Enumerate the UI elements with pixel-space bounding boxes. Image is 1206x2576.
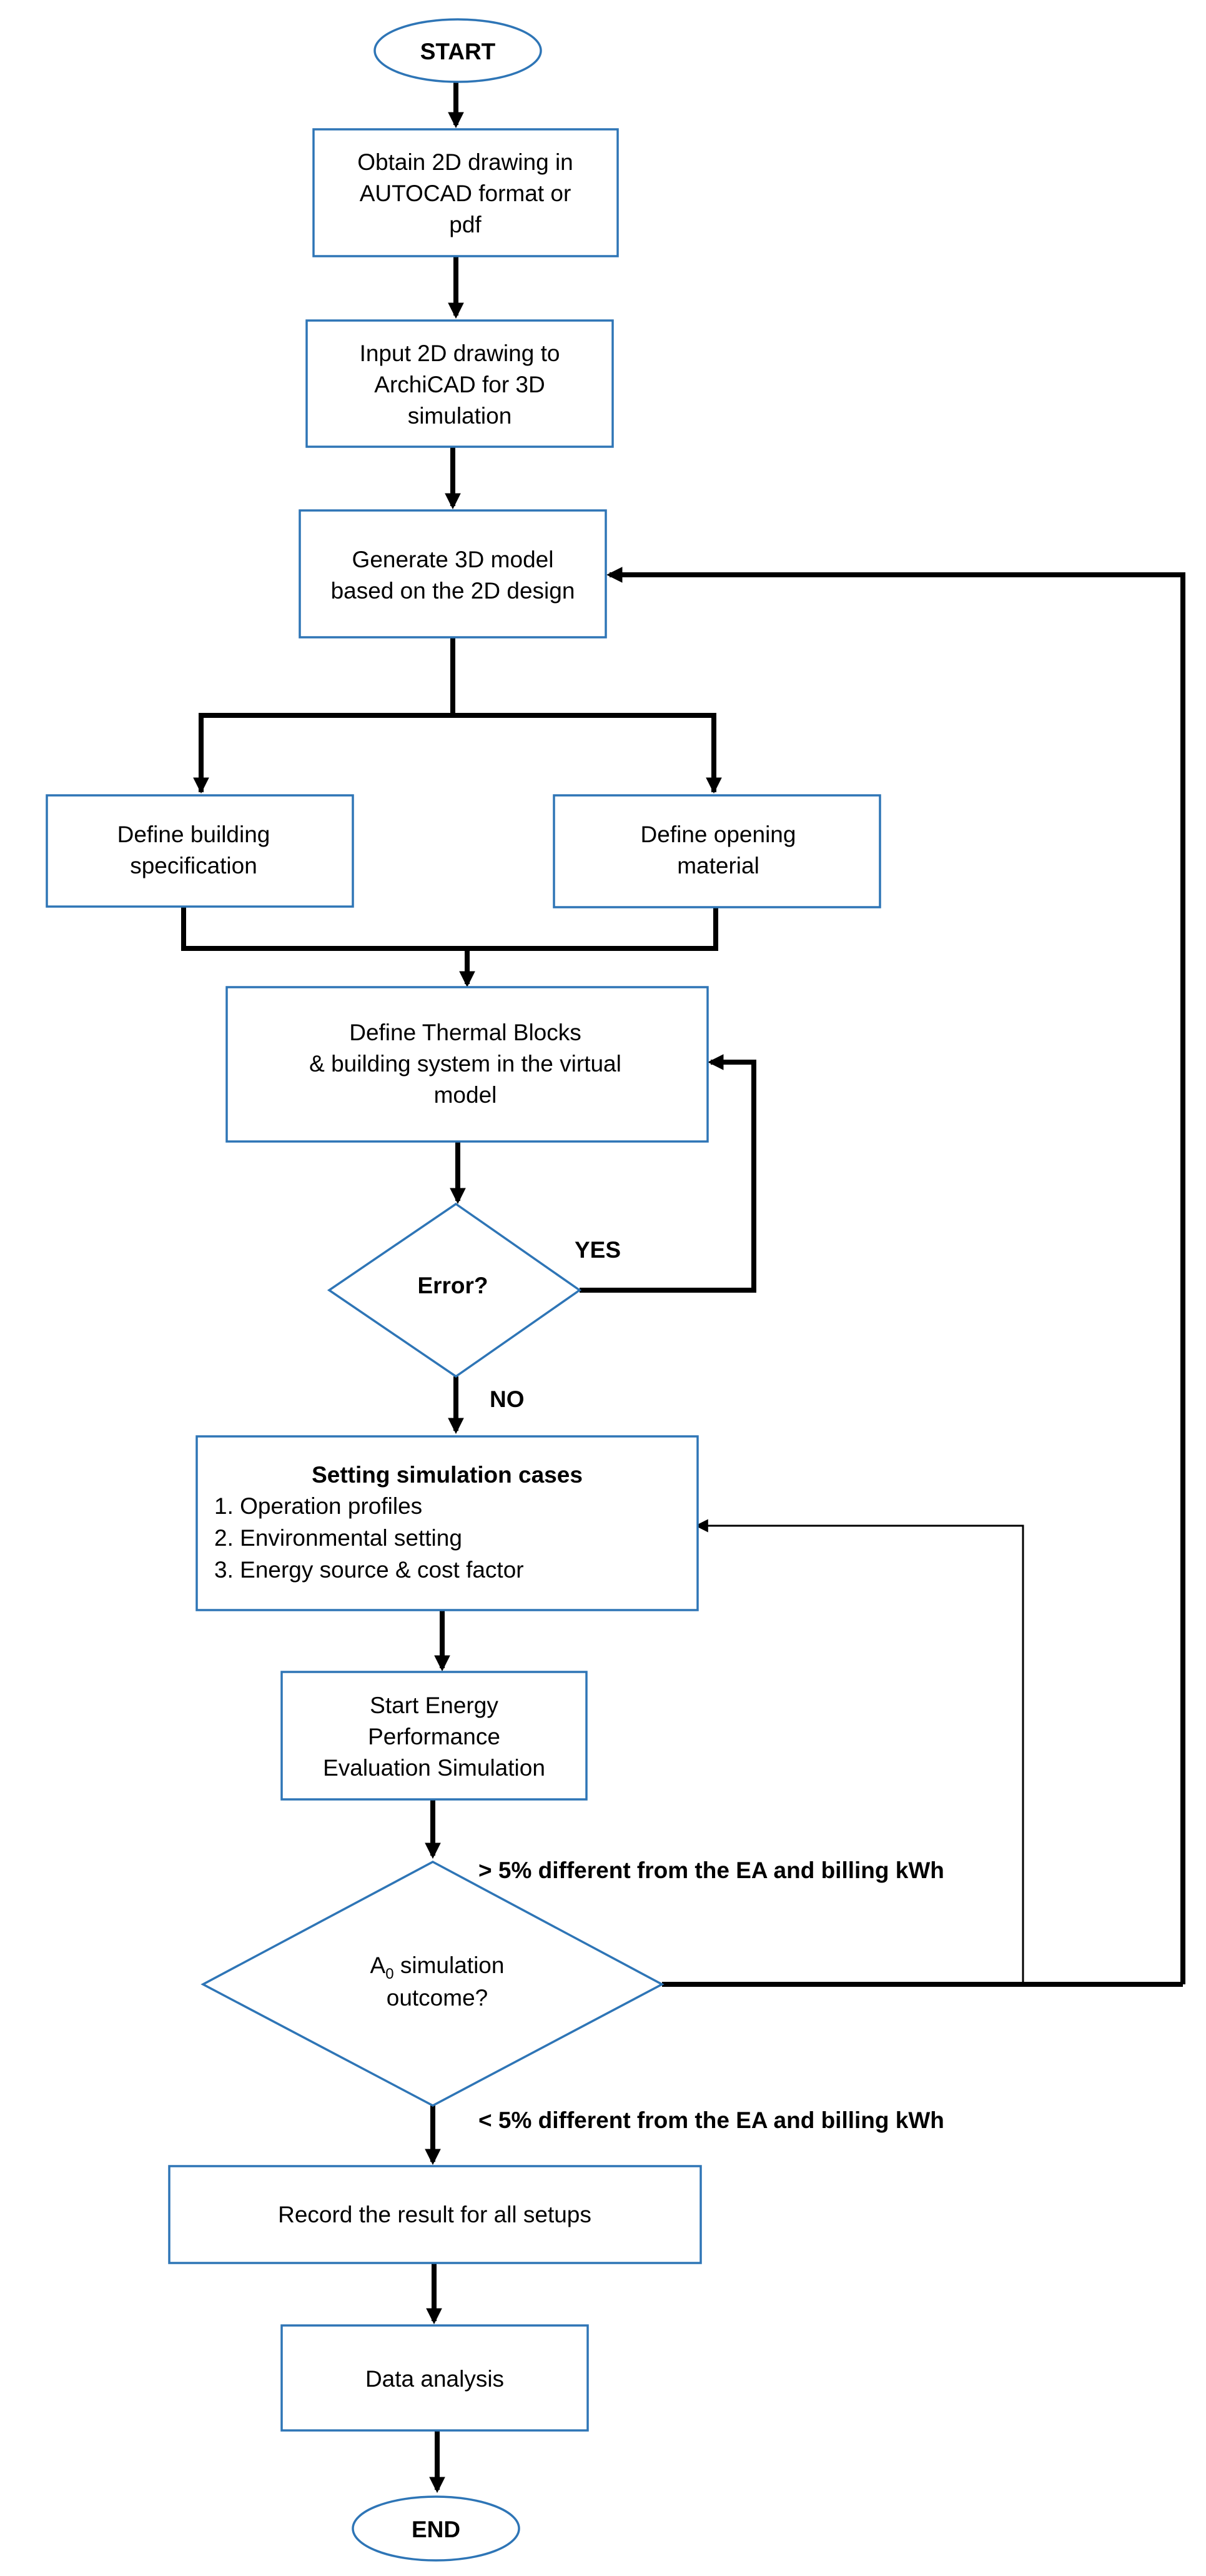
node-end: END [352,2495,520,2562]
edge-error-yes-loop [580,1054,756,1293]
end-oval [352,2495,520,2562]
opening-box [553,794,881,908]
spec-box [46,794,354,908]
record-box [168,2165,702,2264]
cases-box [195,1435,699,1611]
thermal-box [225,986,709,1143]
cases-title: Setting simulation cases [312,1462,583,1488]
opening-line-1: Define opening [641,822,796,847]
node-obtain: Obtain 2D drawing in AUTOCAD format or p… [312,128,619,257]
cases-item-3: 3. Energy source & cost factor [214,1557,524,1583]
obtain-line-1: Obtain 2D drawing in [357,149,573,175]
end-label: END [412,2517,460,2542]
thermal-line-3: model [434,1082,497,1108]
spec-line-2: specification [130,853,257,878]
start-label: START [420,39,496,64]
edges [181,79,1185,2494]
energy-line-1: Start Energy [370,1693,498,1718]
node-opening-material: Define opening material [553,794,881,908]
outcome-subscript: 0 [385,1966,393,1982]
outcome-diamond [200,1861,665,2107]
start-oval [373,18,542,83]
greater-than-label: > 5% different from the EA and billing k… [478,1857,944,1883]
node-energy-simulation: Start Energy Performance Evaluation Simu… [280,1671,588,1801]
cases-item-2: 2. Environmental setting [214,1525,462,1551]
analysis-label: Data analysis [365,2366,504,2392]
cases-item-1: 1. Operation profiles [214,1493,422,1519]
node-start: START [373,18,542,83]
node-outcome-decision: A0 simulation outcome? [200,1861,665,2107]
obtain-line-3: pdf [449,212,482,237]
no-label: NO [490,1386,525,1412]
edge-outcome-loop-generate [606,567,1185,1984]
node-error-decision: Error? [327,1202,582,1378]
energy-box [280,1671,588,1801]
node-thermal-blocks: Define Thermal Blocks & building system … [225,986,709,1143]
edge-split-to-spec [199,713,716,792]
outcome-line-2: outcome? [387,1985,488,2011]
node-simulation-cases: Setting simulation cases 1. Operation pr… [195,1435,699,1611]
spec-line-1: Define building [117,822,270,847]
input-line-2: ArchiCAD for 3D [374,372,545,397]
input-box [305,319,614,448]
generate-box [299,509,607,639]
edge-merge-to-thermal [181,906,718,951]
input-line-1: Input 2D drawing to [360,341,560,366]
opening-line-2: material [677,853,759,878]
node-building-spec: Define building specification [46,794,354,908]
yes-label: YES [575,1237,621,1263]
obtain-line-2: AUTOCAD format or [360,181,571,206]
generate-line-1: Generate 3D model [352,547,554,572]
thermal-line-1: Define Thermal Blocks [349,1020,581,1045]
node-record-results: Record the result for all setups [168,2165,702,2264]
node-generate: Generate 3D model based on the 2D design [299,509,607,639]
outcome-suffix: simulation [394,1952,505,1978]
error-diamond [327,1202,582,1378]
node-input: Input 2D drawing to ArchiCAD for 3D simu… [305,319,614,448]
error-label: Error? [417,1273,488,1298]
record-label: Record the result for all setups [278,2202,591,2227]
generate-line-2: based on the 2D design [331,578,575,604]
energy-line-2: Performance [368,1724,500,1749]
edge-labels: YES NO > 5% different from the EA and bi… [478,1237,944,2133]
outcome-prefix: A [370,1952,386,1978]
energy-line-3: Evaluation Simulation [323,1755,545,1781]
thermal-line-2: & building system in the virtual [309,1051,621,1077]
input-line-3: simulation [408,403,512,429]
node-data-analysis: Data analysis [280,2324,589,2432]
less-than-label: < 5% different from the EA and billing k… [478,2107,944,2133]
edge-outcome-loop-cases [694,1519,1024,1984]
outcome-line-1: A0 simulation [370,1952,505,1982]
obtain-box [312,128,619,257]
analysis-box [280,2324,589,2432]
